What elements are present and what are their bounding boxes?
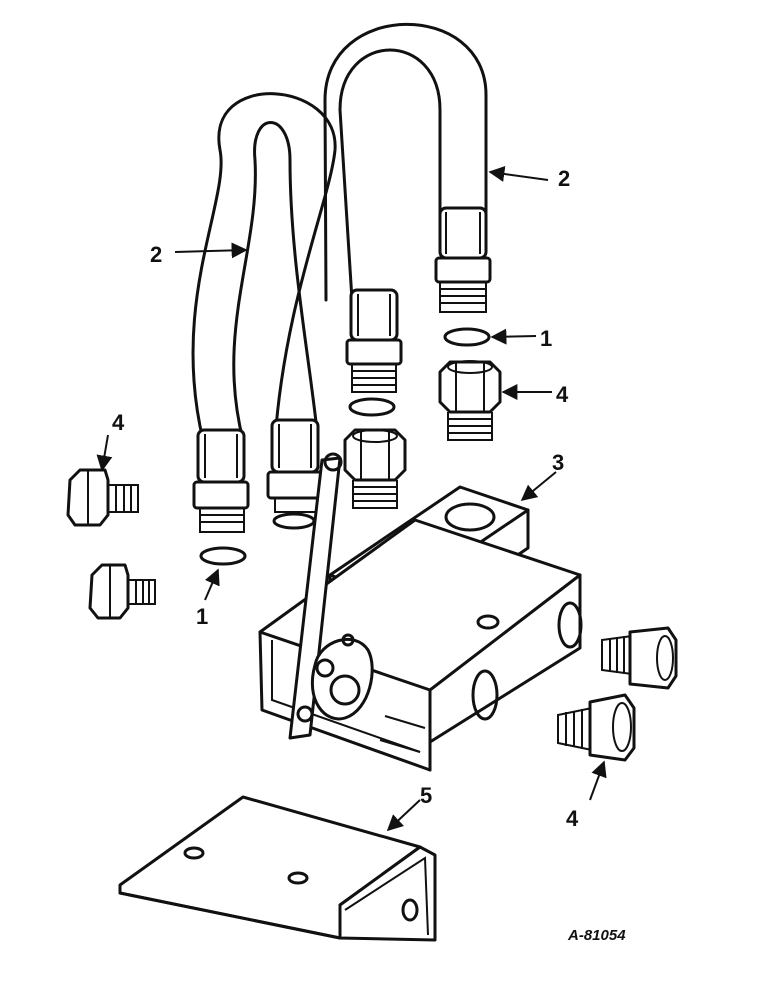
- washers: [199, 327, 491, 566]
- callout-fitting-top: 4: [556, 382, 569, 407]
- mounting-bracket: [118, 795, 437, 942]
- callout-valve-body: 3: [552, 450, 564, 475]
- valve-body: [258, 452, 583, 772]
- hose-right: [323, 22, 492, 393]
- fittings: [66, 360, 678, 762]
- callout-hose-left: 2: [150, 242, 162, 267]
- callout-washer-left: 1: [196, 604, 208, 629]
- callout-hose-right: 2: [558, 166, 570, 191]
- callout-fitting-bottom: 4: [566, 806, 579, 831]
- figure-code: A-81054: [567, 927, 626, 944]
- callouts: 2 2 1 4 4 3 1 4 5: [96, 166, 607, 832]
- hose-left: [191, 92, 337, 533]
- callout-fitting-left: 4: [112, 410, 125, 435]
- callout-washer-right: 1: [540, 326, 552, 351]
- callout-bracket: 5: [420, 783, 432, 808]
